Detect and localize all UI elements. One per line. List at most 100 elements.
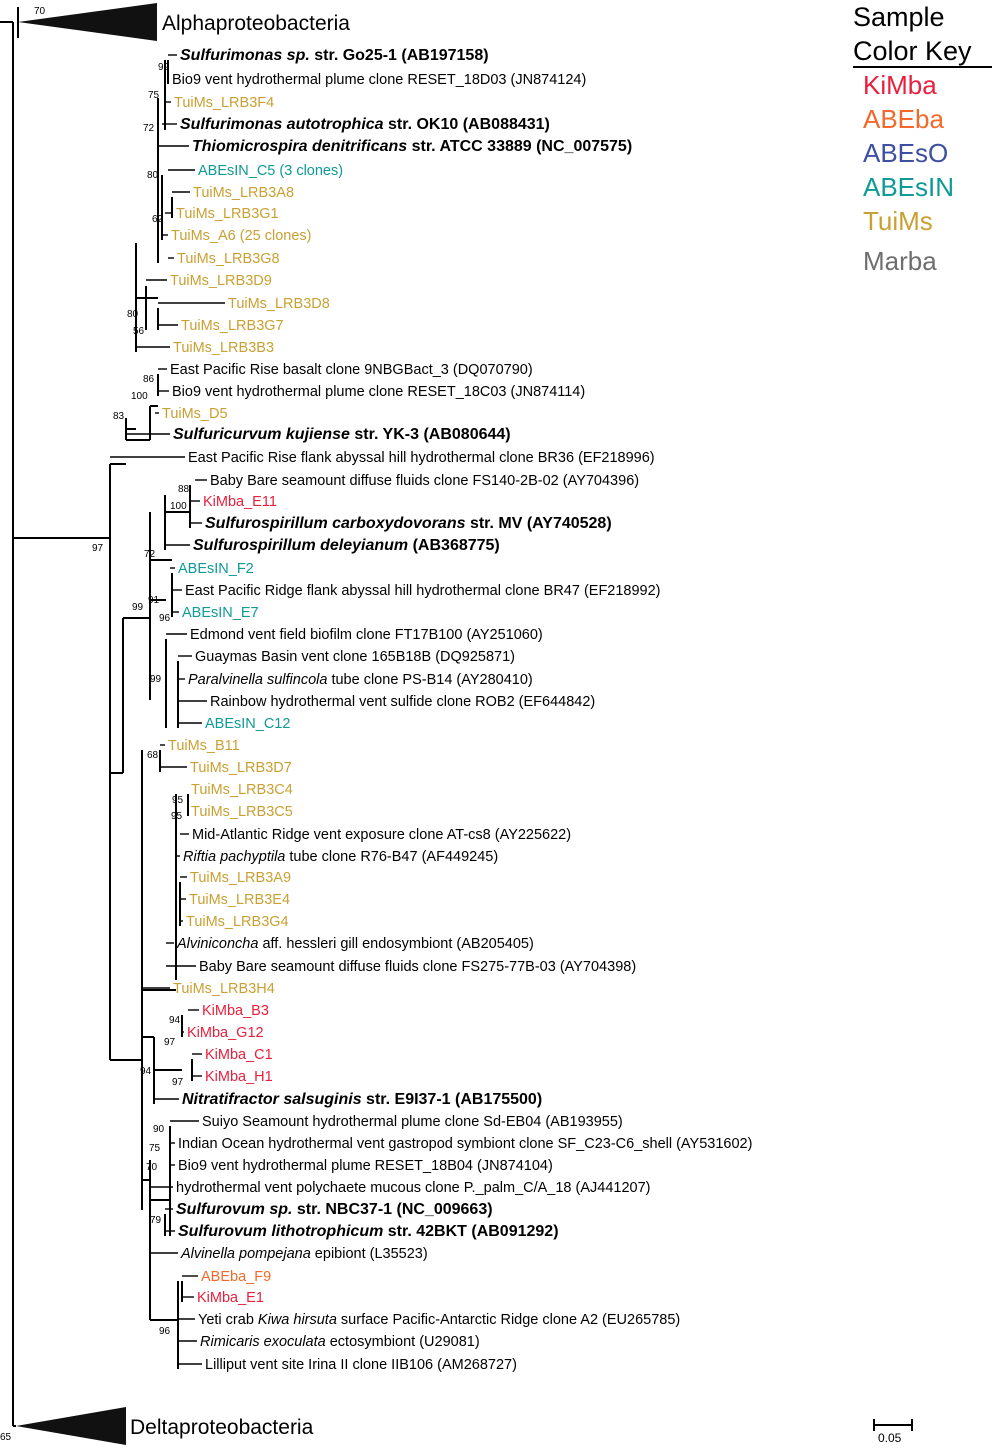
taxon-label-t55: Alvinella pompejana epibiont (L35523)	[180, 1246, 428, 1262]
taxon-label-part: aff. hessleri gill endosymbiont (AB20540…	[258, 936, 533, 952]
taxon-label-part: TuiMs_LRB3D7	[190, 760, 292, 776]
taxon-label-part: Sulfuricurvum kujiense	[173, 426, 350, 443]
bootstrap-value: 94	[169, 1015, 181, 1026]
taxon-label-part: Rimicaris exoculata	[200, 1334, 326, 1350]
taxon-label-part: KiMba_H1	[205, 1069, 273, 1085]
taxon-label-t32: TuiMs_B11	[168, 738, 240, 754]
taxon-label-part: TuiMs_LRB3C4	[191, 782, 293, 798]
taxon-label-t14: TuiMs_LRB3B3	[173, 340, 274, 356]
taxon-label-part: str. 42BKT (AB091292)	[383, 1223, 558, 1240]
scale-tick-right	[911, 1419, 913, 1431]
taxon-label-t48: Nitratifractor salsuginis str. E9I37-1 (…	[182, 1091, 542, 1108]
taxon-label-part: Bio9 vent hydrothermal plume clone RESET…	[172, 72, 586, 88]
taxon-label-t7: TuiMs_LRB3A8	[193, 185, 294, 201]
taxon-label-part: hydrothermal vent polychaete mucous clon…	[176, 1180, 651, 1196]
taxon-label-part: Sulfurospirillum deleyianum	[193, 537, 408, 554]
taxon-label-part: epibiont (L35523)	[311, 1246, 428, 1262]
taxon-label-part: Bio9 vent hydrothermal plume clone RESET…	[172, 384, 585, 400]
taxon-label-t26: ABEsIN_E7	[182, 605, 259, 621]
taxon-label-t22: Sulfurospirillum carboxydovorans str. MV…	[205, 515, 612, 532]
taxon-label-part: str. OK10 (AB088431)	[384, 116, 550, 133]
taxon-label-t47: KiMba_H1	[205, 1069, 273, 1085]
bootstrap-value: 62	[152, 214, 164, 225]
taxon-label-part: TuiMs_LRB3H4	[173, 981, 275, 997]
taxon-label-t36: Mid-Atlantic Ridge vent exposure clone A…	[192, 827, 571, 843]
taxon-label-part: (AB368775)	[408, 537, 500, 554]
taxon-label-part: ABEsIN_E7	[182, 605, 259, 621]
bootstrap-value: 96	[159, 613, 171, 624]
taxon-label-t15: East Pacific Rise basalt clone 9NBGBact_…	[170, 362, 533, 378]
bootstrap-value: 70	[34, 6, 46, 17]
taxon-label-part: Baby Bare seamount diffuse fluids clone …	[199, 959, 636, 975]
taxon-label-part: Suiyo Seamount hydrothermal plume clone …	[202, 1114, 623, 1130]
bootstrap-value: 90	[153, 1124, 165, 1135]
taxon-label-t34: TuiMs_LRB3C4	[191, 782, 293, 798]
taxon-label-part: Thiomicrospira denitrificans	[192, 138, 407, 155]
bootstrap-value: 100	[170, 501, 187, 512]
key-item-kimba: KiMba	[863, 70, 937, 100]
taxon-label-part: Sulfurimonas sp.	[180, 47, 310, 64]
taxon-label-part: Guaymas Basin vent clone 165B18B (DQ9258…	[195, 649, 515, 665]
key-item-abeso: ABEsO	[863, 138, 949, 168]
bootstrap-value: 70	[146, 1162, 158, 1173]
group-label-delta: Deltaproteobacteria	[130, 1416, 314, 1439]
tree-branches	[0, 7, 193, 1427]
taxon-label-t52: hydrothermal vent polychaete mucous clon…	[176, 1180, 651, 1196]
taxon-label-part: TuiMs_LRB3D8	[228, 296, 330, 312]
bootstrap-value: 72	[143, 123, 155, 134]
taxon-label-t13: TuiMs_LRB3G7	[181, 318, 284, 334]
bootstrap-value: 86	[143, 374, 155, 385]
bootstrap-value: 75	[149, 1143, 161, 1154]
taxon-label-t2: Bio9 vent hydrothermal plume clone RESET…	[172, 72, 586, 88]
taxon-labels: Sulfurimonas sp. str. Go25-1 (AB197158)B…	[162, 47, 752, 1373]
bootstrap-value: 99	[132, 602, 144, 613]
taxon-label-t19: East Pacific Rise flank abyssal hill hyd…	[188, 450, 655, 466]
bootstrap-value: 95	[172, 795, 184, 806]
taxon-label-part: TuiMs_LRB3E4	[189, 892, 290, 908]
taxon-label-part: TuiMs_LRB3G7	[181, 318, 284, 334]
taxon-label-part: TuiMs_LRB3G4	[186, 914, 289, 930]
taxon-label-t51: Bio9 vent hydrothermal plume RESET_18B04…	[178, 1158, 553, 1174]
taxon-label-part: TuiMs_B11	[168, 738, 240, 754]
bootstrap-value: 72	[144, 549, 156, 560]
taxon-label-t25: East Pacific Ridge flank abyssal hill hy…	[185, 583, 661, 599]
taxon-label-t45: KiMba_G12	[187, 1025, 264, 1041]
taxon-label-part: Nitratifractor salsuginis	[182, 1091, 362, 1108]
taxon-label-t58: Yeti crab Kiwa hirsuta surface Pacific-A…	[198, 1312, 680, 1328]
taxon-label-t3: TuiMs_LRB3F4	[174, 95, 274, 111]
taxon-label-part: Baby Bare seamount diffuse fluids clone …	[210, 473, 639, 489]
taxon-label-part: TuiMs_LRB3G1	[176, 206, 279, 222]
taxon-label-part: tube clone PS-B14 (AY280410)	[327, 672, 532, 688]
taxon-label-t42: Baby Bare seamount diffuse fluids clone …	[199, 959, 636, 975]
taxon-label-part: KiMba_E11	[203, 494, 277, 510]
taxon-label-t41: Alviniconcha aff. hessleri gill endosymb…	[176, 936, 534, 952]
bootstrap-value: 56	[133, 326, 145, 337]
taxon-label-part: str. E9I37-1 (AB175500)	[362, 1091, 543, 1108]
taxon-label-part: Kiwa hirsuta	[258, 1312, 337, 1328]
taxon-label-part: TuiMs_LRB3D9	[170, 273, 272, 289]
bootstrap-value: 99	[158, 62, 170, 73]
bootstrap-value: 80	[127, 309, 139, 320]
taxon-label-part: Paralvinella sulfincola	[188, 672, 327, 688]
taxon-label-part: Mid-Atlantic Ridge vent exposure clone A…	[192, 827, 571, 843]
taxon-label-t56: ABEba_F9	[201, 1269, 271, 1285]
taxon-label-part: str. ATCC 33889 (NC_007575)	[407, 138, 632, 155]
taxon-label-t20: Baby Bare seamount diffuse fluids clone …	[210, 473, 639, 489]
taxon-label-part: str. NBC37-1 (NC_009663)	[292, 1201, 492, 1218]
taxon-label-t27: Edmond vent field biofilm clone FT17B100…	[190, 627, 543, 643]
taxon-label-part: TuiMs_A6 (25 clones)	[171, 228, 312, 244]
bootstrap-value: 91	[148, 595, 160, 606]
key-title-line1: Sample	[853, 2, 945, 32]
taxon-label-t37: Riftia pachyptila tube clone R76-B47 (AF…	[183, 849, 498, 865]
taxon-label-part: TuiMs_LRB3F4	[174, 95, 274, 111]
bootstrap-value: 97	[164, 1037, 176, 1048]
taxon-label-t46: KiMba_C1	[205, 1047, 273, 1063]
taxon-label-part: KiMba_E1	[197, 1290, 264, 1306]
taxon-label-part: ABEsIN_C5 (3 clones)	[198, 163, 343, 179]
scale-bar: 0.05	[870, 1415, 918, 1445]
taxon-label-part: TuiMs_D5	[162, 406, 228, 422]
taxon-label-t17: TuiMs_D5	[162, 406, 228, 422]
taxon-label-t24: ABEsIN_F2	[178, 561, 254, 577]
taxon-label-part: surface Pacific-Antarctic Ridge clone A2…	[337, 1312, 680, 1328]
